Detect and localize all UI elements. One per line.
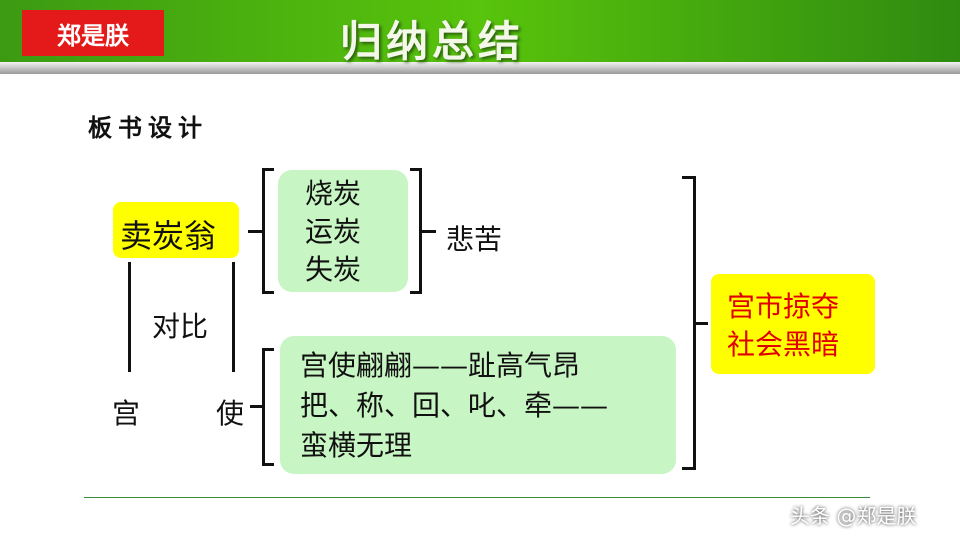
conclusion-line-2: 社会黑暗 bbox=[727, 328, 840, 361]
footer-divider bbox=[84, 497, 870, 498]
envoy-line-1: 宫使翩翩——趾高气昂 bbox=[300, 349, 581, 382]
envoy-box bbox=[280, 336, 676, 474]
connector bbox=[248, 230, 262, 233]
conclusion-box bbox=[711, 274, 875, 374]
right-brace-top bbox=[410, 168, 422, 294]
feeling-label: 悲苦 bbox=[446, 223, 503, 256]
contrast-label: 对比 bbox=[152, 310, 209, 343]
contrast-line-left bbox=[128, 262, 131, 372]
connector bbox=[422, 230, 436, 233]
connector bbox=[250, 405, 262, 408]
watermark: 头条 @郑是朕 bbox=[790, 504, 917, 528]
stages-box bbox=[278, 170, 408, 292]
left-brace-bottom bbox=[262, 348, 274, 466]
contrast-line-right bbox=[232, 262, 235, 372]
header-band bbox=[0, 62, 960, 74]
stage-2: 运炭 bbox=[305, 215, 362, 248]
envoy-line-2: 把、称、回、叱、牵—— bbox=[300, 389, 609, 422]
section-subtitle: 板书设计 bbox=[88, 113, 208, 142]
page-title: 归纳总结 bbox=[340, 17, 525, 66]
big-right-brace bbox=[682, 176, 696, 470]
conclusion-line-1: 宫市掠夺 bbox=[727, 290, 840, 323]
left-bottom-label: 宫 bbox=[112, 397, 141, 430]
author-logo: 郑是朕 bbox=[22, 10, 164, 56]
envoy-line-3: 蛮横无理 bbox=[300, 429, 413, 462]
right-bottom-label: 使 bbox=[216, 397, 245, 430]
stage-3: 失炭 bbox=[305, 253, 362, 286]
main-character: 卖炭翁 bbox=[120, 217, 217, 255]
stage-1: 烧炭 bbox=[305, 177, 362, 210]
left-brace-top bbox=[262, 168, 274, 294]
main-character-box bbox=[113, 202, 239, 258]
connector bbox=[696, 322, 708, 325]
